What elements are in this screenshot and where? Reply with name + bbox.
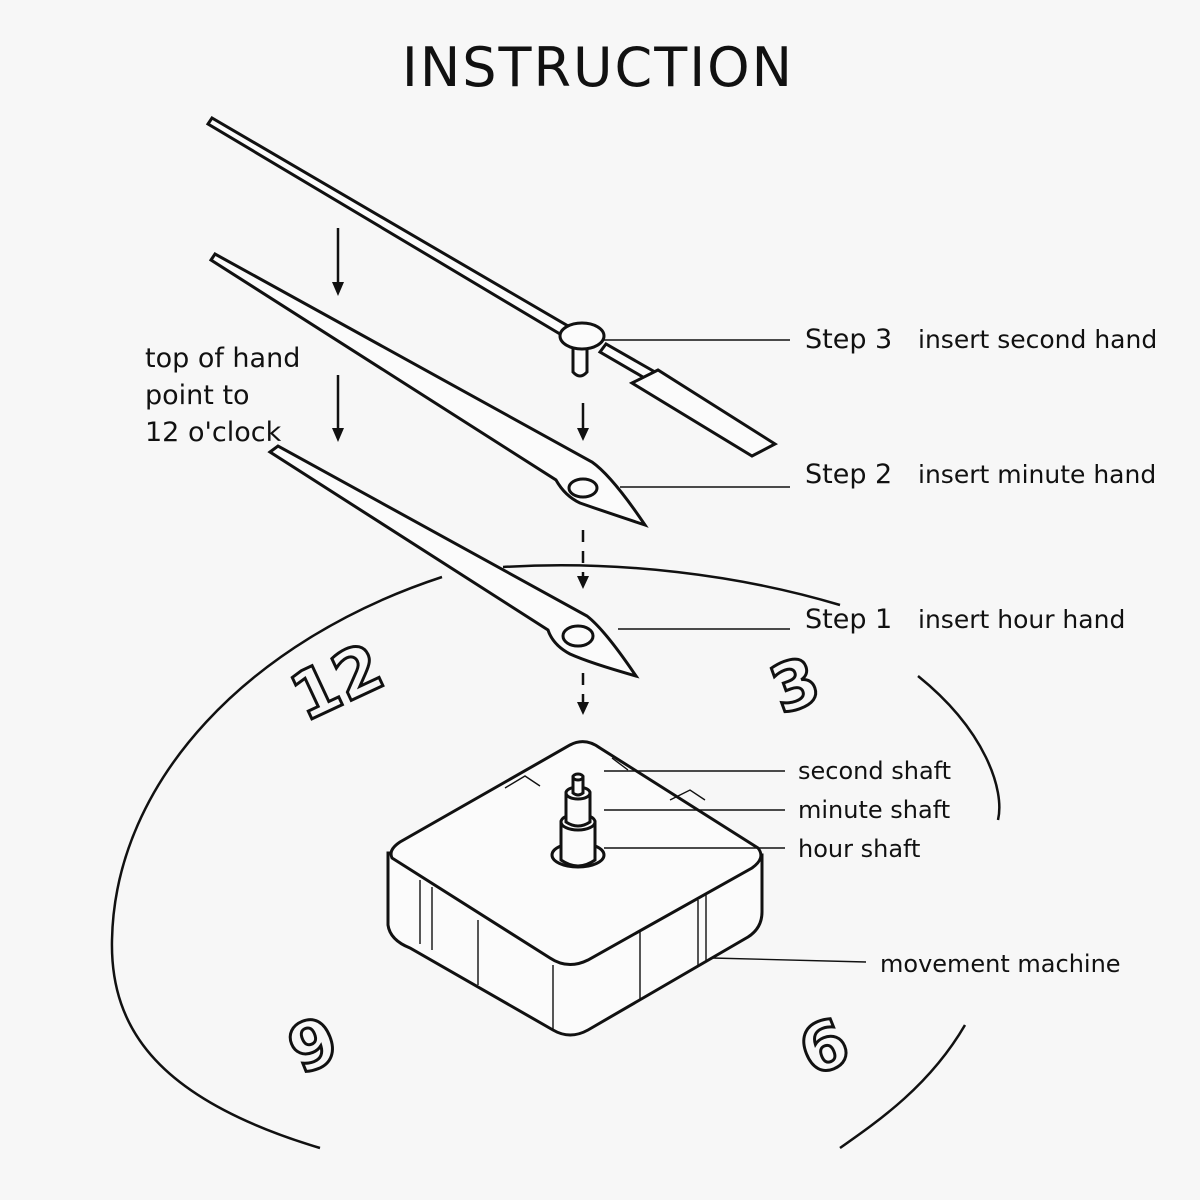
second-hand	[205, 115, 779, 458]
note-line-3: 12 o'clock	[145, 417, 282, 448]
minute-shaft-label: minute shaft	[798, 796, 950, 824]
movement-machine	[386, 740, 764, 1037]
step-2-label: Step 2	[805, 459, 892, 490]
dial-number-12: 12	[279, 628, 395, 737]
down-arrow-center-1	[577, 403, 589, 441]
diagram-title: INSTRUCTION	[402, 36, 794, 99]
second-shaft-label: second shaft	[798, 757, 951, 785]
step-3-text: insert second hand	[918, 325, 1157, 354]
dial-number-3: 3	[760, 641, 830, 729]
note-line-2: point to	[145, 380, 250, 411]
step-3-label: Step 3	[805, 324, 892, 355]
step-1-label: Step 1	[805, 604, 892, 635]
leader-line-movement	[711, 957, 867, 963]
note-line-1: top of hand	[145, 343, 300, 374]
dashed-arrow-center-3	[577, 673, 589, 715]
dashed-arrow-center-2	[577, 530, 589, 589]
clock-dial-outline	[110, 564, 1001, 1150]
down-arrow-left-upper	[332, 228, 344, 296]
down-arrow-left-lower	[332, 375, 344, 442]
dial-number-9: 9	[277, 1001, 348, 1090]
hour-hand	[267, 444, 640, 679]
step-2-text: insert minute hand	[918, 460, 1156, 489]
dial-number-6: 6	[788, 1003, 859, 1092]
movement-machine-label: movement machine	[880, 950, 1121, 978]
minute-hand	[208, 252, 649, 528]
step-1-text: insert hour hand	[918, 605, 1125, 634]
hour-shaft-label: hour shaft	[798, 835, 920, 863]
